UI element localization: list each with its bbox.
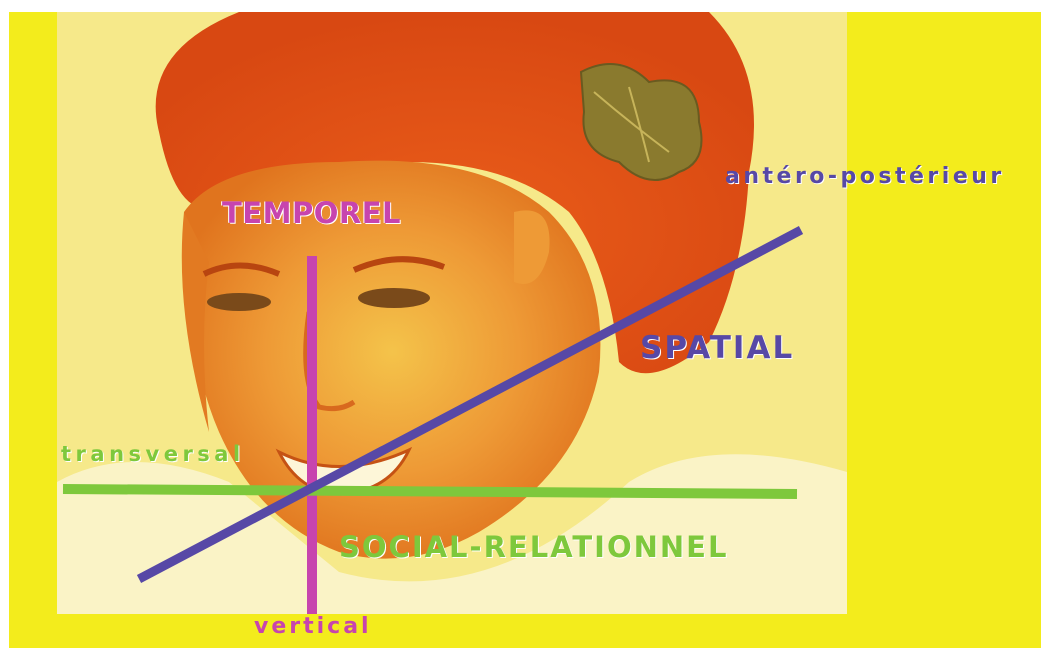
diagram-canvas: TEMPOREL SPATIAL SOCIAL-RELATIONNEL anté… <box>9 12 1041 648</box>
axis-social-transversal <box>63 489 797 494</box>
right-eye <box>358 288 430 308</box>
temporel-label: TEMPOREL <box>222 196 401 230</box>
vertical-label: vertical <box>254 614 372 639</box>
social-relationnel-label: SOCIAL-RELATIONNEL <box>339 530 728 564</box>
spatial-label: SPATIAL <box>640 330 794 366</box>
transversal-label: transversal <box>61 442 245 466</box>
portrait-photo <box>57 12 847 614</box>
left-eye <box>207 293 271 311</box>
antero-posterieur-label: antéro-postérieur <box>725 164 1005 189</box>
